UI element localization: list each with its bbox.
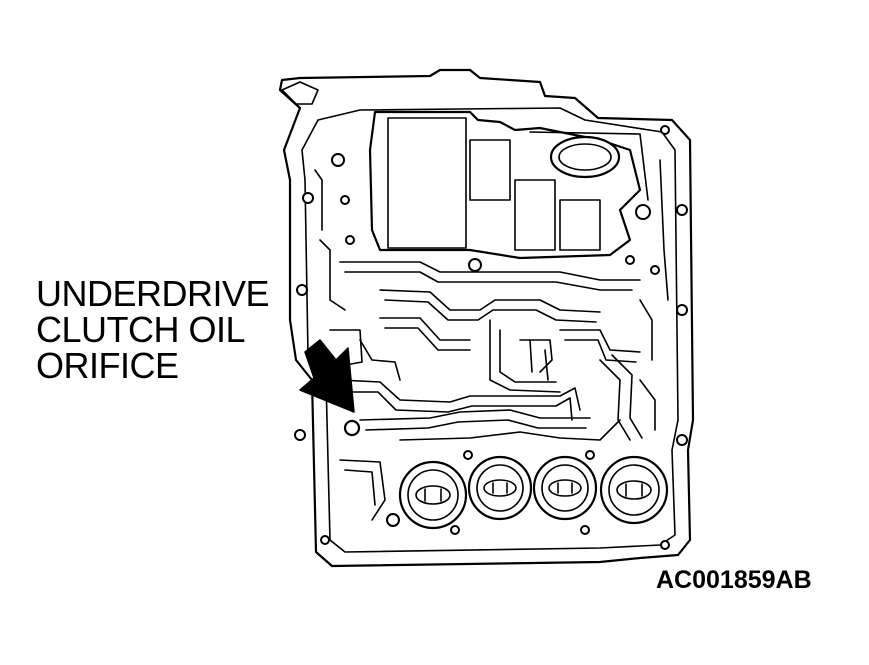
top-oval-port <box>549 135 621 179</box>
callout-line: UNDERDRIVE <box>36 273 270 314</box>
solenoid-box <box>387 117 467 249</box>
upper-block <box>368 110 642 260</box>
figure-code: AC001859AB <box>656 566 812 594</box>
callout-line: CLUTCH OIL <box>36 309 246 350</box>
top-tab <box>281 81 319 105</box>
solenoid-box-3 <box>514 179 556 251</box>
solenoid-box-4 <box>559 199 601 251</box>
top-oval-port-inner <box>558 143 612 171</box>
arrow-down-right-icon <box>299 339 355 413</box>
solenoid-box-2 <box>469 139 511 201</box>
accumulator-bores <box>398 455 669 530</box>
callout-label: UNDERDRIVE CLUTCH OIL ORIFICE <box>36 276 296 384</box>
inner-gasket-line <box>301 107 679 553</box>
accumulator-bore <box>599 455 669 525</box>
top-ledge <box>529 131 649 201</box>
callout-line: ORIFICE <box>36 345 179 386</box>
accumulator-bore <box>398 460 468 530</box>
accumulator-bore <box>532 455 598 521</box>
oil-passages <box>314 159 669 521</box>
accumulator-bore <box>467 455 533 521</box>
orifice-location <box>343 419 361 437</box>
valve-body-outline <box>278 68 695 568</box>
